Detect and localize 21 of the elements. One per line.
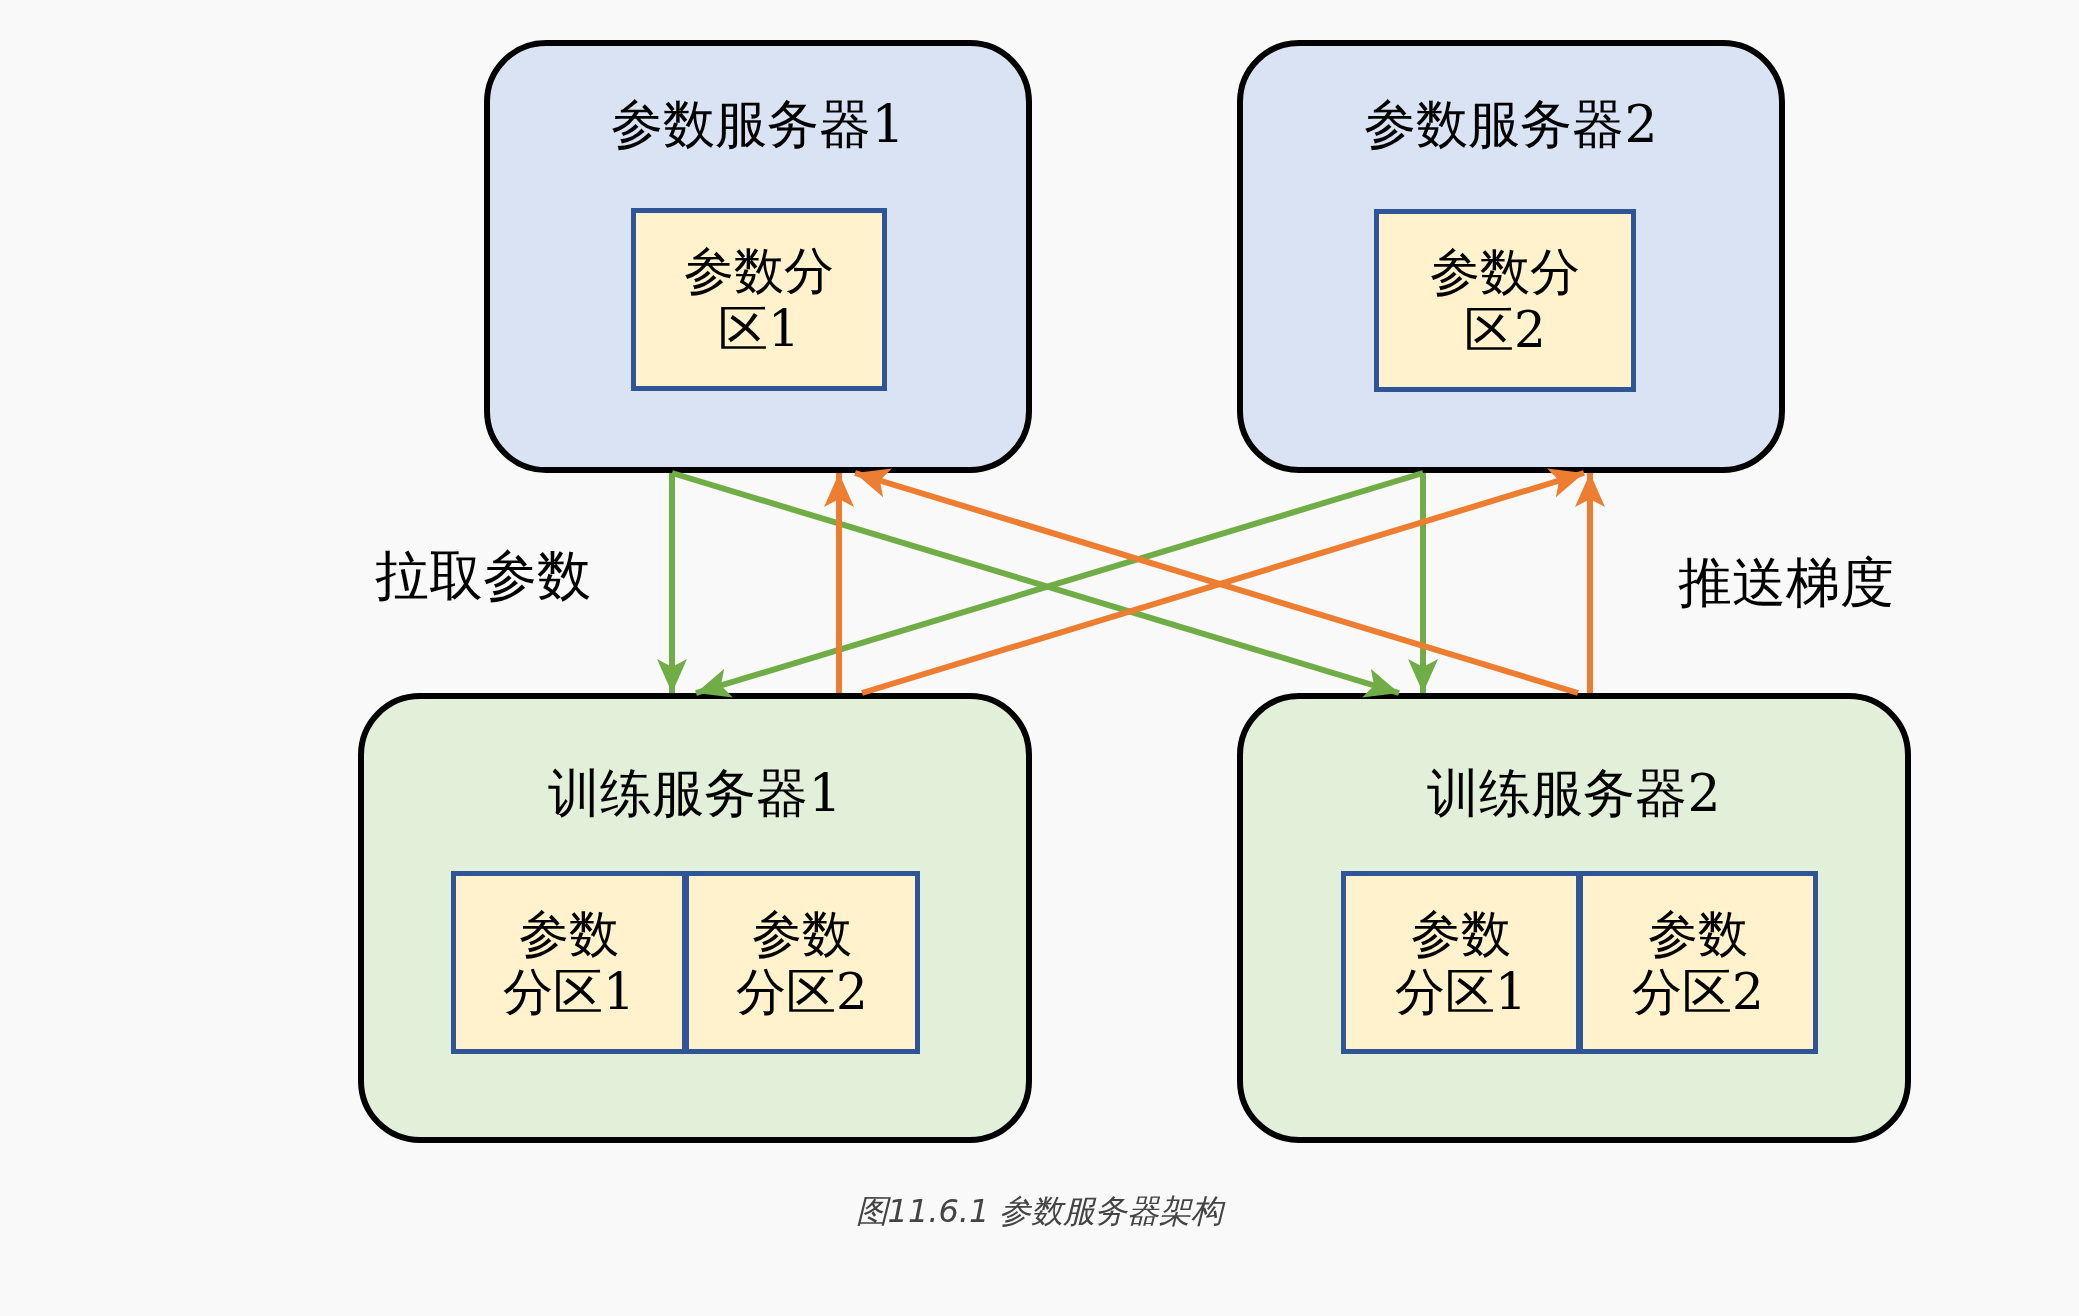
- flow-label: 推送梯度: [1678, 552, 1894, 614]
- server-box: [358, 693, 1032, 1143]
- server-title: 参数服务器2: [1363, 94, 1659, 154]
- partition-box: 参数分区2: [1578, 871, 1818, 1054]
- arrow: [824, 473, 854, 693]
- partition-box: 参数分区1: [1341, 871, 1581, 1054]
- arrow: [657, 473, 687, 693]
- partition-box: 参数分区2: [684, 871, 920, 1054]
- arrow: [1408, 473, 1438, 693]
- server-box: [484, 40, 1032, 473]
- server-box: [1237, 693, 1911, 1143]
- server-title: 参数服务器1: [610, 94, 906, 154]
- partition-box: 参数分区1: [451, 871, 687, 1054]
- partition-box: 参数分区1: [631, 208, 887, 391]
- caption: 图11.6.1 参数服务器架构: [855, 1192, 1224, 1230]
- server-title: 训练服务器1: [547, 763, 843, 823]
- server-title: 训练服务器2: [1426, 763, 1722, 823]
- flow-label: 拉取参数: [375, 545, 591, 607]
- server-box: [1237, 40, 1785, 473]
- partition-box: 参数分区2: [1374, 209, 1636, 392]
- arrow: [1575, 473, 1605, 693]
